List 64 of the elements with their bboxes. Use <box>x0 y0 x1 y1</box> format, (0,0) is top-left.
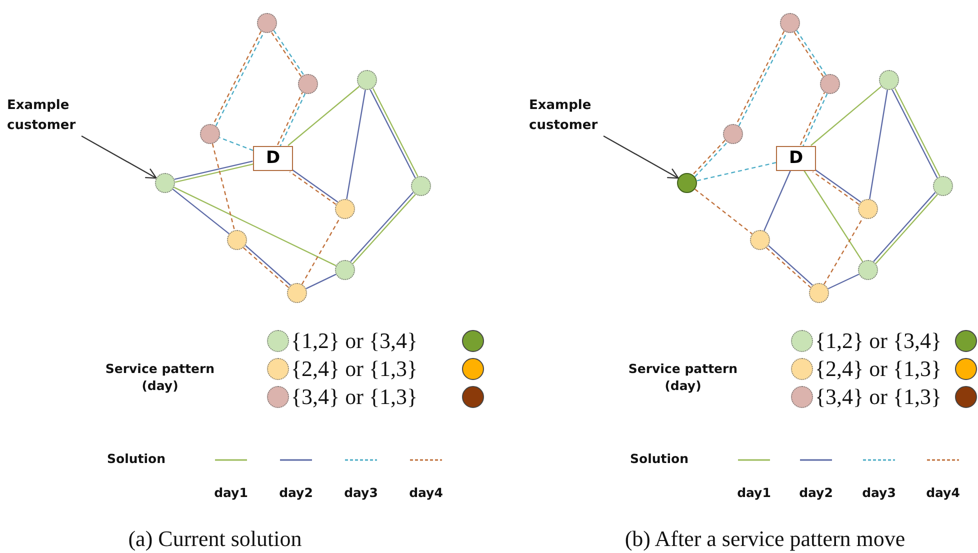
customer-circle <box>155 173 175 193</box>
legend-text: {1,2} or {3,4} <box>815 329 942 353</box>
route-line <box>288 86 360 146</box>
route-line <box>696 162 776 182</box>
route-line <box>694 188 752 234</box>
arrow <box>81 135 157 179</box>
legend-text: day1 <box>736 484 772 501</box>
customer-circle <box>227 230 247 250</box>
customer-circle <box>257 13 277 33</box>
legend-heading: Solution <box>107 450 166 467</box>
customer-circle <box>411 176 431 196</box>
legend-text: {2,4} or {1,3} <box>291 357 418 381</box>
legend-text: day2 <box>278 484 314 501</box>
legend-heading: Solution <box>630 450 689 467</box>
route-line <box>804 170 864 262</box>
route-line <box>763 170 792 232</box>
legend-text: {1,2} or {3,4} <box>291 329 418 353</box>
legend-text: {3,4} or {1,3} <box>291 385 418 409</box>
route-line <box>301 217 341 285</box>
customer-circle <box>879 70 899 90</box>
customer-circle <box>820 74 840 94</box>
legend-text: {2,4} or {1,3} <box>815 357 942 381</box>
customer-circle <box>750 230 770 250</box>
customer-circle <box>858 199 878 219</box>
route-line <box>869 90 888 200</box>
legend-text: day1 <box>213 484 249 501</box>
customer-circle <box>933 176 953 196</box>
arrow <box>603 135 679 179</box>
customer-circle <box>809 283 829 303</box>
route-line <box>172 188 230 234</box>
customer-circle <box>858 260 878 280</box>
route-line <box>824 217 864 285</box>
route-line <box>828 274 860 290</box>
legend-text: day4 <box>925 484 961 501</box>
customer-circle <box>287 283 307 303</box>
legend-heading: Service pattern (day) <box>627 360 739 394</box>
customer-circle <box>723 124 743 144</box>
legend-heading: Service pattern (day) <box>104 360 216 394</box>
depot-box: D <box>776 146 816 170</box>
route-line <box>306 274 336 290</box>
route-line <box>346 90 366 200</box>
route-line <box>219 137 254 151</box>
legend-text: day3 <box>343 484 379 501</box>
route-line <box>174 186 336 266</box>
customer-circle <box>200 124 220 144</box>
depot-box: D <box>253 146 293 170</box>
customer-circle <box>298 74 318 94</box>
legend-text: {3,4} or {1,3} <box>815 385 942 409</box>
callout-text: Example customer <box>529 96 607 136</box>
route-line <box>174 160 253 180</box>
callout-text: Example customer <box>7 96 85 136</box>
legend-text: day2 <box>798 484 834 501</box>
caption: (b) After a service pattern move <box>624 527 906 551</box>
customer-circle <box>677 173 697 193</box>
route-line <box>810 86 882 146</box>
customer-circle <box>335 260 355 280</box>
route-line <box>174 164 254 183</box>
customer-circle <box>357 70 377 90</box>
customer-circle <box>780 13 800 33</box>
legend-text: day3 <box>861 484 897 501</box>
caption: (a) Current solution <box>127 527 303 551</box>
legend-text: day4 <box>408 484 444 501</box>
customer-circle <box>335 199 355 219</box>
route-line <box>212 144 236 230</box>
